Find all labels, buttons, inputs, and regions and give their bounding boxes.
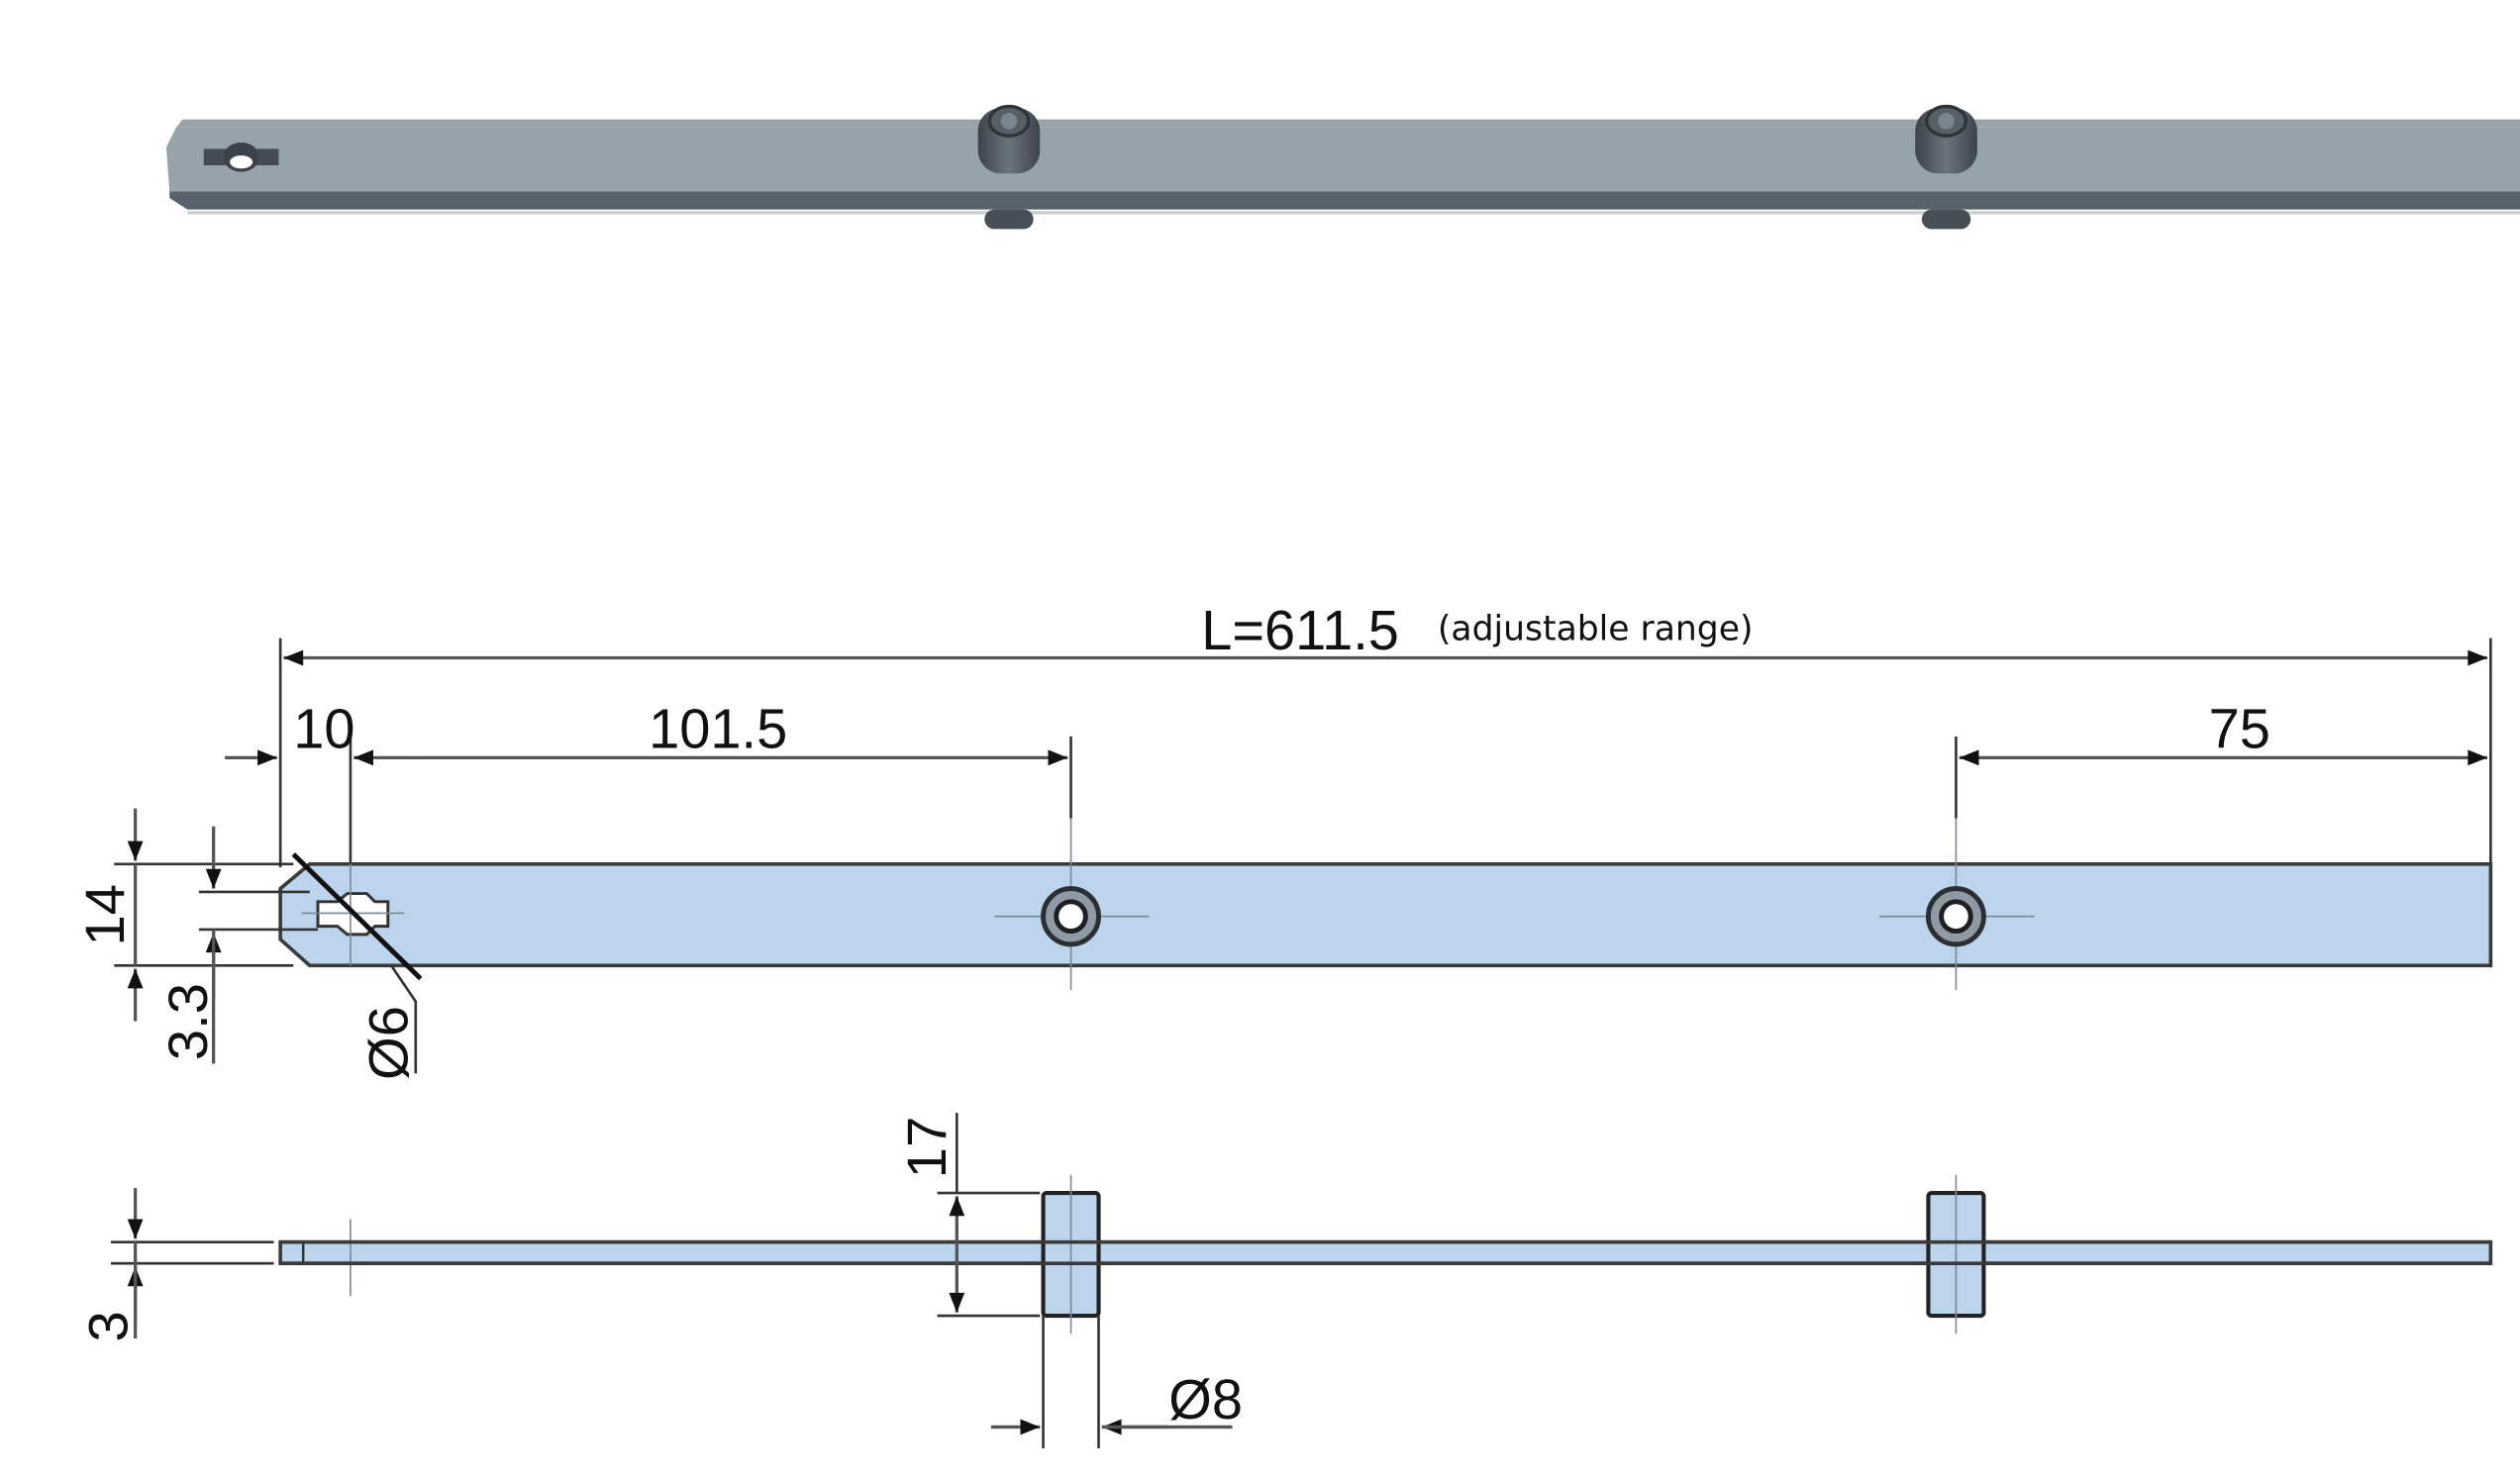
plan-view: L=611.5 (adjustable range) 10 101.5 75 bbox=[73, 599, 2493, 1080]
hole-offset-v-label: 3.3 bbox=[156, 983, 219, 1060]
plan-pin-2 bbox=[1879, 818, 2035, 991]
render-slot-hole bbox=[203, 142, 279, 172]
pin2-offset-label: 75 bbox=[2209, 697, 2270, 759]
isometric-render bbox=[165, 104, 2520, 230]
plan-pin-1 bbox=[994, 818, 1150, 991]
hole-diameter-label: Ø6 bbox=[357, 1006, 420, 1080]
hole-offset-label: 10 bbox=[293, 697, 354, 759]
side-bar bbox=[278, 1239, 2493, 1265]
pin1-offset-label: 101.5 bbox=[649, 697, 787, 759]
render-bar-side bbox=[169, 191, 2520, 210]
side-pin-1 bbox=[1041, 1174, 1101, 1334]
render-pin-1 bbox=[977, 104, 1041, 230]
render-bar-face bbox=[165, 127, 2520, 192]
thickness-label: 3 bbox=[77, 1311, 140, 1341]
render-bar-top-edge bbox=[175, 119, 2520, 128]
length-label: L=611.5 bbox=[1201, 599, 1399, 661]
pin-height-label: 17 bbox=[895, 1117, 958, 1179]
width-label: 14 bbox=[73, 884, 136, 946]
side-pin-2 bbox=[1926, 1174, 1986, 1334]
render-pin-2 bbox=[1915, 104, 1977, 230]
pin-diameter-label: Ø8 bbox=[1168, 1368, 1243, 1431]
side-view: 3 17 Ø8 bbox=[77, 1113, 2493, 1448]
plan-bar bbox=[278, 861, 2493, 968]
plan-slot-hole bbox=[291, 852, 423, 981]
length-note: (adjustable range) bbox=[1438, 609, 1754, 648]
